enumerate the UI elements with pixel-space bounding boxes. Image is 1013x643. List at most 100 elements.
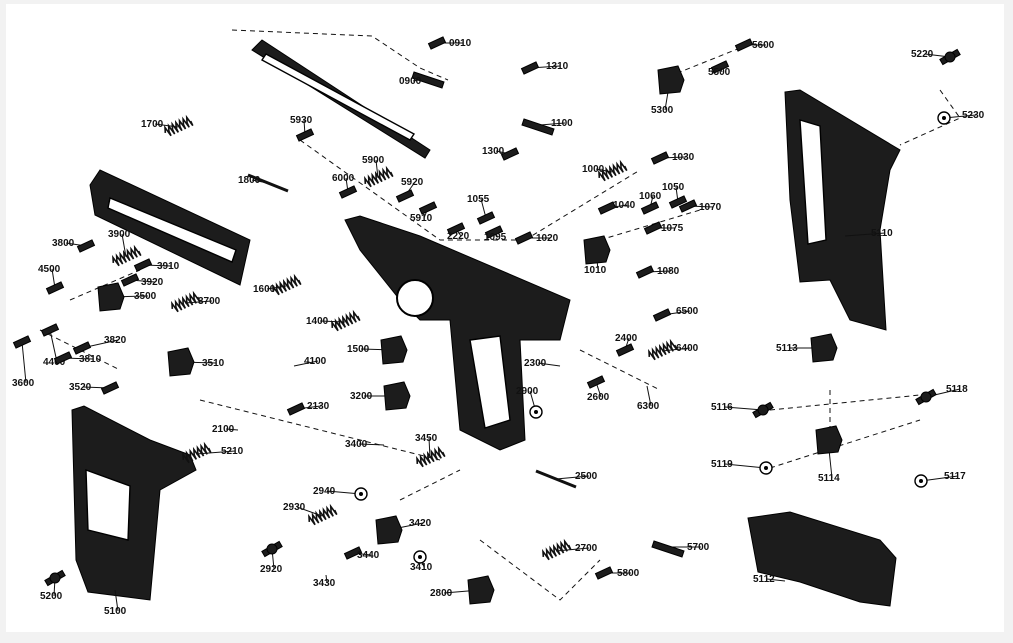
part-p0900: 0900: [399, 71, 445, 89]
part-number-label: 5119: [711, 459, 733, 470]
part-glyph: [615, 343, 635, 357]
part-p1100: 1100: [521, 118, 573, 136]
part-glyph: [467, 575, 495, 605]
part-number-label: 2300: [524, 358, 547, 369]
part-p1080: 1080: [635, 265, 680, 279]
leader-line: [184, 300, 213, 304]
part-glyph: [53, 351, 73, 365]
part-number-label: 5930: [290, 115, 313, 126]
part-number-label: 1070: [699, 202, 722, 213]
part-p5100: 5100: [104, 589, 127, 617]
part-p0910: 0910: [427, 36, 472, 50]
part-glyph: [514, 231, 534, 245]
leader-line: [766, 578, 786, 582]
part-glyph: [640, 201, 660, 215]
part-p5220: 5220: [911, 48, 961, 66]
part-p5700: 5700: [651, 540, 710, 558]
part-number-label: 2940: [313, 486, 336, 497]
part-glyph: [383, 381, 411, 411]
part-glyph: [272, 273, 302, 296]
part-glyph: [597, 201, 617, 215]
leader-line: [537, 362, 561, 367]
part-number-label: 1700: [141, 119, 164, 130]
part-glyph: [112, 244, 142, 267]
part-p1030: 1030: [650, 151, 695, 165]
part-p5118: 5118: [915, 384, 968, 406]
part-glyph: [331, 309, 361, 332]
part-glyph: [734, 38, 754, 52]
part-p2800: 2800: [430, 575, 495, 605]
part-p3820: 3820: [72, 335, 127, 355]
part-number-label: 3450: [415, 433, 438, 444]
part-glyph: [635, 265, 655, 279]
part-number-label: 5210: [221, 446, 244, 457]
part-p5300: 5300: [651, 65, 685, 116]
part-glyph: [286, 402, 306, 416]
part-number-label: 5113: [776, 343, 798, 354]
part-glyph: [427, 36, 447, 50]
part-p6000: 6000: [332, 173, 358, 199]
part-number-label: 3900: [108, 229, 131, 240]
leader-line: [428, 437, 431, 459]
part-glyph: [586, 375, 606, 389]
part-p3800: 3800: [52, 238, 96, 253]
part-number-label: 6300: [637, 401, 660, 412]
part-glyph: [937, 111, 951, 125]
part-p4500: 4500: [38, 264, 65, 295]
part-number-label: 5116: [711, 402, 733, 413]
part-p2930: 2930: [283, 502, 338, 526]
part-p1310: 1310: [520, 61, 569, 75]
part-glyph: [45, 281, 65, 295]
part-glyph: [535, 469, 577, 489]
part-p5600: 5600: [734, 38, 775, 52]
part-glyph: [171, 290, 201, 313]
part-glyph: [413, 550, 427, 564]
leader-line: [724, 463, 767, 469]
slide: [89, 169, 251, 286]
part-number-label: 1055: [467, 194, 490, 205]
part-number-label: 4400: [43, 357, 66, 368]
part-number-label: 5700: [687, 542, 710, 553]
part-glyph: [295, 128, 315, 142]
part-p1050: 1050: [662, 182, 688, 209]
part-p5910: 5910: [410, 201, 438, 224]
barrel: [251, 39, 431, 159]
part-p5500: 5500: [708, 60, 731, 78]
part-glyph: [643, 221, 663, 235]
part-glyph: [914, 474, 928, 488]
part-number-label: 1030: [672, 152, 695, 163]
part-number-label: 6400: [676, 343, 699, 354]
part-number-label: 2800: [430, 588, 453, 599]
part-p1400: 1400: [306, 309, 361, 332]
part-number-label: 3800: [52, 238, 75, 249]
part-p1000: 1000: [582, 159, 628, 182]
part-number-label: 3910: [157, 261, 180, 272]
leader-line: [646, 385, 652, 407]
part-glyph: [500, 147, 520, 161]
part-glyph: [542, 538, 572, 561]
part-glyph: [72, 341, 92, 355]
leader-line: [539, 122, 566, 126]
part-glyph: [164, 114, 194, 137]
part-number-label: 5230: [962, 110, 985, 121]
part-number-label: 1060: [639, 191, 662, 202]
part-number-label: 5500: [708, 67, 731, 78]
part-number-label: 1040: [613, 200, 636, 211]
part-number-label: 3510: [202, 358, 225, 369]
part-p3400: 3400: [345, 439, 385, 450]
part-p3600: 3600: [12, 335, 35, 389]
part-p1500: 1500: [347, 335, 408, 365]
part-number-label: 2100: [212, 424, 235, 435]
part-p3520: 3520: [69, 381, 120, 395]
part-glyph: [648, 338, 678, 361]
part-glyph: [710, 60, 730, 74]
part-p5930: 5930: [290, 115, 315, 142]
part-p2900: 2900: [516, 386, 543, 419]
part-p1600: 1600: [253, 273, 302, 296]
part-p5210: 5210: [182, 441, 244, 464]
leader-line: [114, 589, 119, 612]
left-grip: [71, 405, 197, 601]
part-number-label: 5300: [651, 105, 674, 116]
part-glyph: [752, 401, 774, 419]
